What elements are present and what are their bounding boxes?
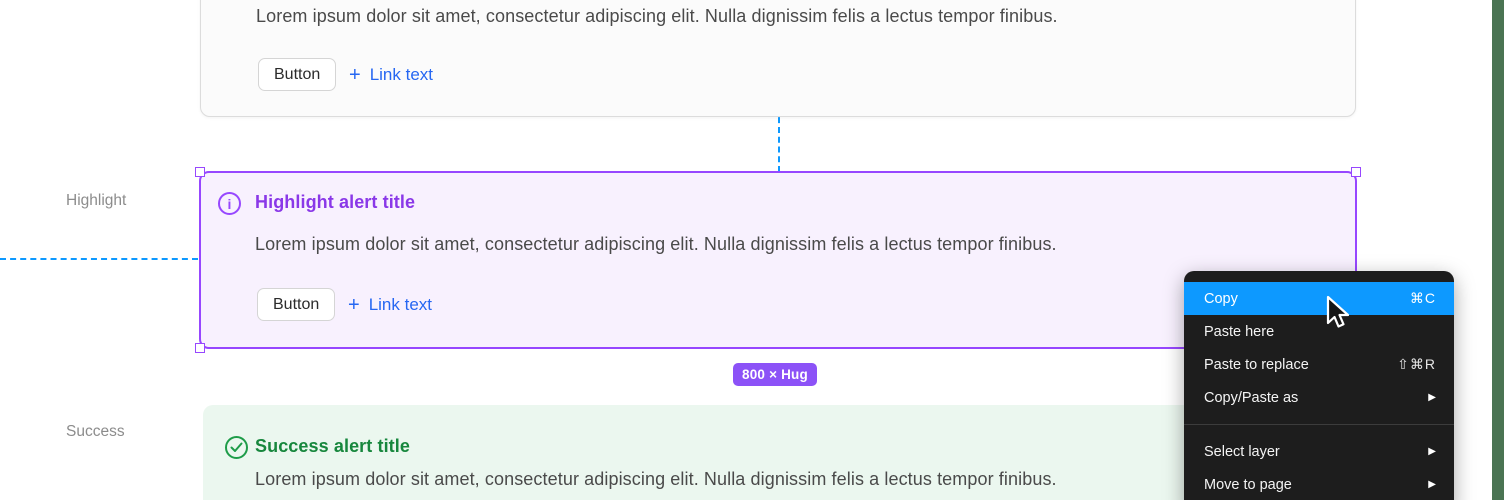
alert-button[interactable]: Button — [258, 58, 337, 91]
menu-item-label: Move to page — [1204, 476, 1292, 493]
menu-item-label: Copy — [1204, 290, 1238, 307]
menu-item-label: Select layer — [1204, 443, 1280, 460]
plus-icon: + — [349, 63, 361, 86]
menu-item-label: Copy/Paste as — [1204, 389, 1299, 406]
menu-item-paste-to-replace[interactable]: Paste to replace ⇧⌘R — [1184, 348, 1454, 381]
menu-item-paste-here[interactable]: Paste here — [1184, 315, 1454, 348]
menu-item-move-to-page[interactable]: Move to page ▶ — [1184, 468, 1454, 500]
alert-body-text: Lorem ipsum dolor sit amet, consectetur … — [255, 234, 1057, 254]
menu-item-copy-paste-as[interactable]: Copy/Paste as ▶ — [1184, 381, 1454, 414]
size-badge: 800 × Hug — [733, 363, 817, 386]
menu-item-label: Paste here — [1204, 323, 1275, 340]
alert-title: Highlight alert title — [255, 192, 416, 212]
menu-shortcut: ⇧⌘R — [1397, 356, 1436, 372]
alert-link[interactable]: + Link text — [349, 58, 433, 91]
alert-body-text: Lorem ipsum dolor sit amet, consectetur … — [255, 469, 1057, 489]
mouse-cursor-icon — [1325, 295, 1351, 336]
menu-item-select-layer[interactable]: Select layer ▶ — [1184, 435, 1454, 468]
link-label: Link text — [368, 294, 432, 314]
info-icon: i — [218, 192, 241, 215]
context-menu: Copy ⌘C Paste here Paste to replace ⇧⌘R … — [1184, 271, 1454, 500]
menu-shortcut: ⌘C — [1409, 290, 1436, 306]
horizontal-guide-line — [0, 258, 198, 260]
alert-title: Success alert title — [255, 436, 410, 456]
layer-label-highlight: Highlight — [66, 192, 127, 209]
right-edge-panel — [1492, 0, 1504, 500]
submenu-arrow-icon: ▶ — [1428, 392, 1436, 403]
alert-button[interactable]: Button — [257, 288, 336, 321]
check-icon — [225, 436, 248, 459]
alert-link[interactable]: + Link text — [348, 288, 432, 321]
link-label: Link text — [369, 64, 433, 84]
alert-card-success[interactable]: Success alert title Lorem ipsum dolor si… — [203, 405, 1356, 500]
selection-handle-bottom-left[interactable] — [195, 343, 205, 353]
selection-handle-top-left[interactable] — [195, 167, 205, 177]
menu-item-copy[interactable]: Copy ⌘C — [1184, 282, 1454, 315]
submenu-arrow-icon: ▶ — [1428, 479, 1436, 490]
alert-card-neutral[interactable]: Lorem ipsum dolor sit amet, consectetur … — [200, 0, 1356, 117]
menu-separator — [1184, 424, 1454, 425]
submenu-arrow-icon: ▶ — [1428, 446, 1436, 457]
plus-icon: + — [348, 293, 360, 316]
selection-handle-top-right[interactable] — [1351, 167, 1361, 177]
alert-card-highlight[interactable]: i Highlight alert title Lorem ipsum dolo… — [199, 171, 1357, 349]
alert-body-text: Lorem ipsum dolor sit amet, consectetur … — [256, 6, 1058, 26]
layer-label-success: Success — [66, 423, 125, 440]
menu-item-label: Paste to replace — [1204, 356, 1309, 373]
